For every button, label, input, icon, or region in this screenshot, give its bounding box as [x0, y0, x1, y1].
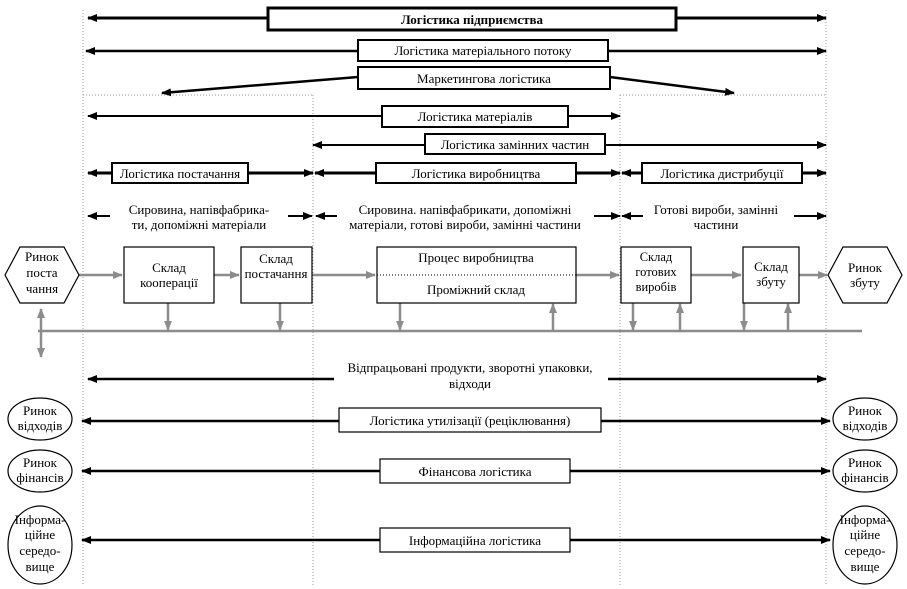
finance-market-left-l1: Ринок	[23, 455, 58, 470]
sales-market-l1: Ринок	[848, 260, 883, 275]
supply-market-hexagon	[4, 246, 80, 304]
band-production-label: Логістика виробництва	[412, 166, 541, 181]
band-production: Логістика виробництва	[314, 162, 621, 184]
info-environment-right-l1: Інформа-	[840, 512, 891, 527]
band-materials-label: Логістика матеріалів	[418, 109, 533, 124]
info-environment-right-l2: ційне	[850, 527, 880, 542]
sales-market-hexagon	[827, 246, 903, 304]
info-environment-left-l4: вище	[26, 559, 55, 574]
info-environment-right-l4: вище	[851, 559, 880, 574]
supply-warehouse-l2: постачання	[245, 266, 308, 281]
supply-market-l2: поста	[26, 265, 57, 280]
info-environment-left-l1: Інформа-	[15, 512, 66, 527]
info-environment-left	[7, 505, 73, 585]
band-recycling: Логістика утилізації (реціклювання)	[81, 407, 831, 433]
waste-market-right	[832, 397, 898, 441]
finance-market-left	[7, 449, 73, 493]
sales-warehouse-l2: збуту	[756, 274, 786, 289]
left-markets: Ринок відходів Ринок фінансів Інформа- ц…	[7, 397, 73, 585]
band-marketing-label: Маркетингова логістика	[417, 71, 551, 86]
coop-warehouse-l2: кооперації	[140, 275, 198, 290]
waste-note-line2: відходи	[449, 376, 491, 391]
supply-market-l1: Ринок	[25, 249, 60, 264]
coop-warehouse-box	[123, 246, 215, 304]
info-environment-left-l2: ційне	[25, 527, 55, 542]
band-material-flow: Логістика матеріального потоку	[85, 39, 827, 62]
supply-note-line1: Сировина, напівфабрика-	[129, 202, 270, 217]
sales-warehouse-l1: Склад	[754, 259, 788, 274]
band-spare-parts: Логістика замінних частин	[312, 133, 827, 155]
waste-market-left	[7, 397, 73, 441]
band-finance-label: Фінансова логістика	[418, 464, 531, 479]
waste-market-left-l1: Ринок	[23, 403, 58, 418]
production-process-label: Процес виробництва	[418, 250, 534, 265]
band-supply-label: Логістика постачання	[120, 166, 240, 181]
sales-warehouse-box	[742, 246, 800, 304]
finance-market-left-l2: фінансів	[16, 470, 63, 485]
finished-goods-l1: Склад	[640, 250, 673, 264]
waste-note-line1: Відпрацьовані продукти, зворотні упаковк…	[347, 360, 592, 375]
finance-market-right	[832, 449, 898, 493]
band-finance: Фінансова логістика	[81, 458, 831, 484]
coop-warehouse-l1: Склад	[152, 260, 186, 275]
band-recycling-label: Логістика утилізації (реціклювання)	[370, 413, 571, 428]
finance-market-right-l2: фінансів	[841, 470, 888, 485]
distribution-note-line1: Готові вироби, замінні	[654, 202, 779, 217]
band-information: Інформаційна логістика	[81, 527, 831, 553]
finished-goods-warehouse-box	[620, 246, 692, 304]
info-environment-left-l3: середо-	[19, 543, 60, 558]
physical-flow: Ринок поста чання Склад кооперації Склад…	[4, 246, 903, 358]
supply-market-l3: чання	[26, 281, 58, 296]
sales-market-l2: збуту	[850, 275, 880, 290]
band-distribution-label: Логістика дистрибуції	[661, 166, 784, 181]
band-spare-parts-label: Логістика замінних частин	[441, 137, 590, 152]
waste-market-left-l2: відходів	[18, 418, 63, 433]
band-materials: Логістика матеріалів	[87, 105, 621, 128]
production-note-line1: Сировина. напівфабрикати, допоміжні	[359, 202, 572, 217]
supply-warehouse-box	[240, 246, 313, 304]
supply-warehouse-l1: Склад	[259, 251, 293, 266]
band-marketing: Маркетингова логістика	[161, 66, 735, 97]
finished-goods-l3: виробів	[636, 280, 677, 294]
info-environment-right	[832, 505, 898, 585]
waste-market-right-l2: відходів	[843, 418, 888, 433]
production-note-line2: матеріали, готові вироби, замінні частин…	[349, 217, 581, 232]
band-information-label: Інформаційна логістика	[409, 533, 541, 548]
waste-products: Відпрацьовані продукти, зворотні упаковк…	[87, 360, 827, 391]
interim-storage-label: Проміжний склад	[427, 282, 525, 297]
info-environment-right-l3: середо-	[844, 543, 885, 558]
title: Логістика підприємства	[401, 12, 544, 27]
flow-notes: Сировина, напівфабрика- ти, допоміжні ма…	[87, 202, 827, 232]
supply-note-line2: ти, допоміжні матеріали	[132, 217, 267, 232]
band-enterprise: Логістика підприємства	[87, 6, 827, 32]
distribution-note-line2: частини	[694, 217, 739, 232]
band-supply: Логістика постачання	[87, 162, 314, 184]
band-material-flow-label: Логістика матеріального потоку	[394, 43, 572, 58]
right-markets: Ринок відходів Ринок фінансів Інформа- ц…	[832, 397, 898, 585]
band-distribution: Логістика дистрибуції	[621, 162, 827, 184]
finance-market-right-l1: Ринок	[848, 455, 883, 470]
waste-market-right-l1: Ринок	[848, 403, 883, 418]
finished-goods-l2: готових	[635, 265, 677, 279]
